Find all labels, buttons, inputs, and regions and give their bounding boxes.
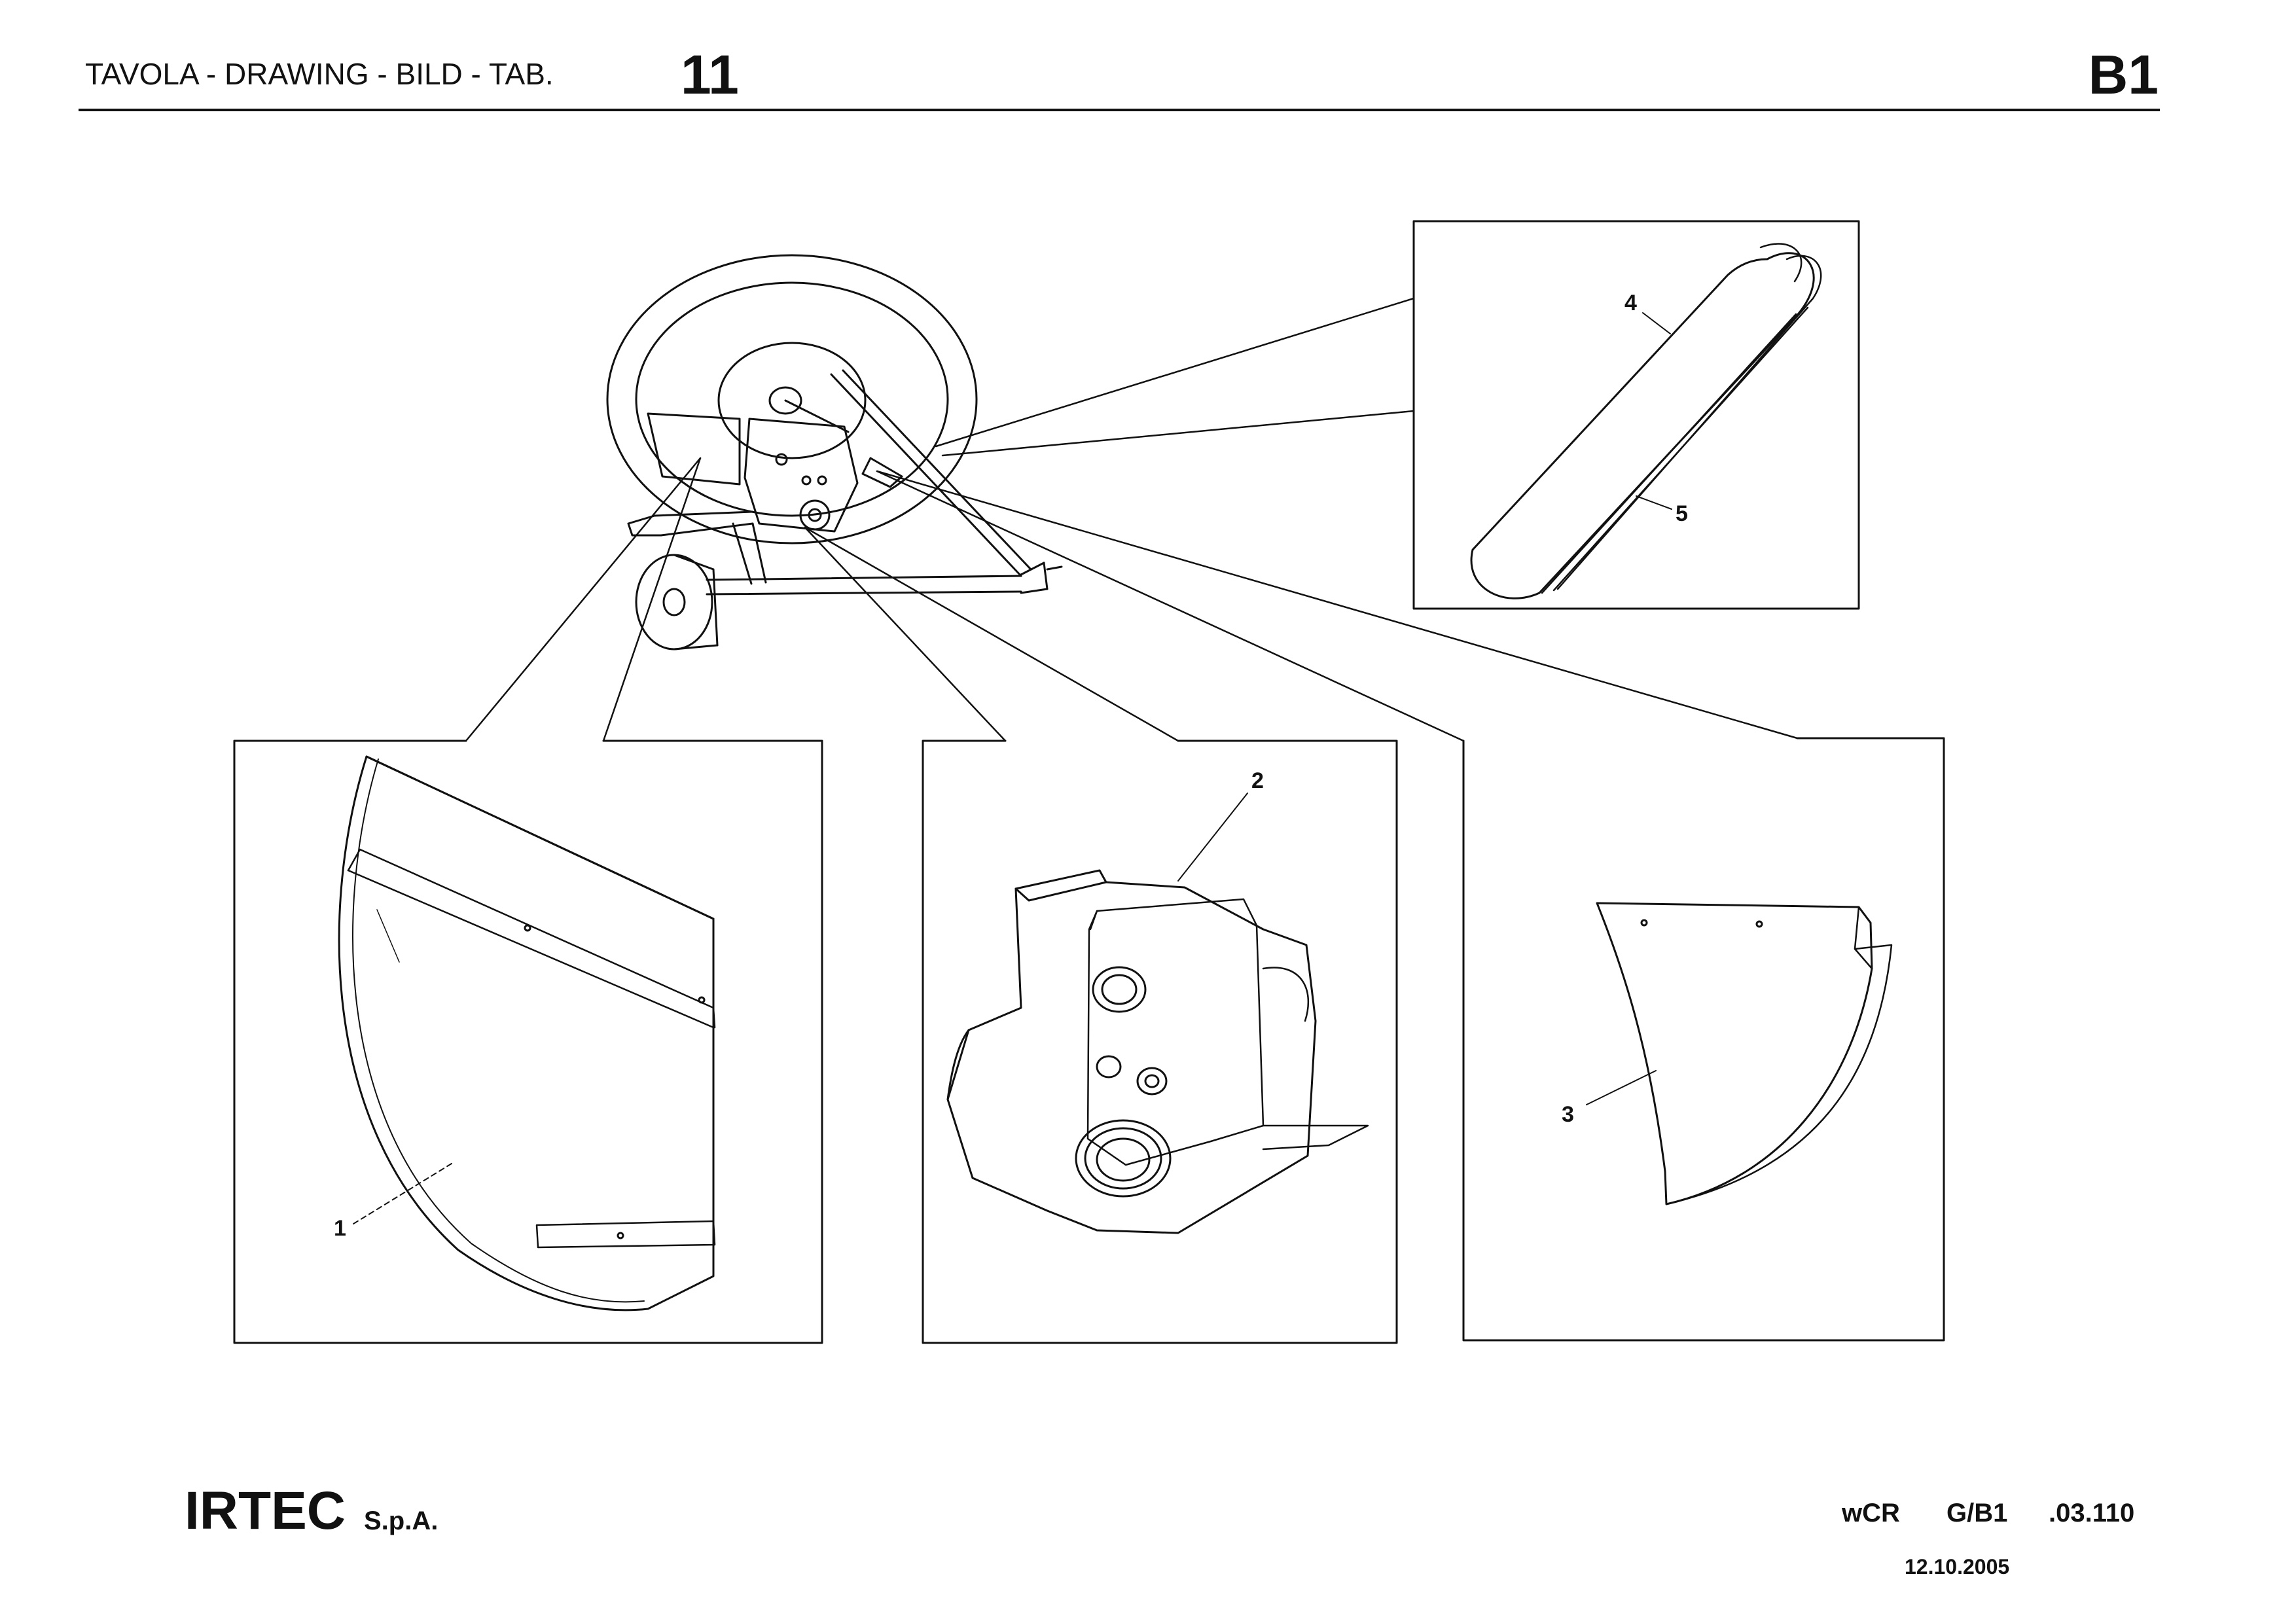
detail-panel-shield-left (233, 740, 823, 1344)
callout-5: 5 (1676, 501, 1688, 526)
callout-3: 3 (1562, 1102, 1574, 1127)
brand-suffix: S.p.A. (364, 1507, 439, 1535)
drawing-number: 11 (681, 44, 739, 105)
header-rule (79, 109, 2160, 111)
detail-panel-housing (922, 740, 1398, 1344)
callout-4: 4 (1624, 291, 1637, 315)
brand-name: IRTEC (185, 1481, 346, 1541)
code-model: wCR (1842, 1499, 1900, 1527)
callout-2: 2 (1251, 768, 1264, 793)
leader-lines (465, 297, 1799, 742)
code-group: G/B1 (1946, 1499, 2008, 1527)
detail-panel-shield-right (1462, 737, 1945, 1342)
callout-1: 1 (334, 1216, 346, 1241)
group-code: B1 (2088, 44, 2159, 105)
code-number: .03.110 (2049, 1499, 2135, 1527)
detail-panel-skid (1412, 220, 1860, 610)
drawing-label: TAVOLA - DRAWING - BILD - TAB. (85, 57, 554, 91)
machine-overview (606, 254, 1063, 651)
document-date: 12.10.2005 (1905, 1555, 2010, 1578)
